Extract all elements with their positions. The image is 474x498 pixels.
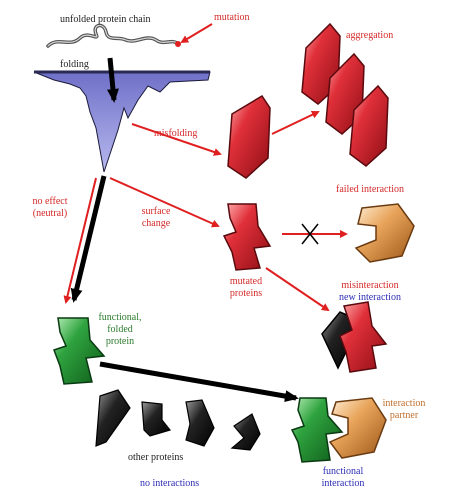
unfolded-chain-label: unfolded protein chain <box>60 14 151 25</box>
other-proteins-label: other proteins <box>128 452 184 463</box>
misinteraction-label: misinteraction <box>341 280 399 291</box>
functional-interaction-label-line1: functional <box>322 466 364 477</box>
folding-label: folding <box>60 59 89 70</box>
cross-icon <box>301 223 319 245</box>
other-proteins-icon <box>95 389 261 451</box>
new-interaction-label: new interaction <box>339 292 401 303</box>
misfolding-label: misfolding <box>154 128 198 139</box>
interaction-partner-label-line1: interaction <box>382 398 426 409</box>
functional-protein-label-line1: functional, <box>98 312 142 323</box>
functional-complex-icon <box>290 397 387 463</box>
neutral-label: (neutral) <box>32 208 68 219</box>
misfolded-protein-icon <box>227 94 271 179</box>
aggregate-icon <box>301 22 389 167</box>
misinteraction-complex-icon <box>321 301 388 373</box>
no-effect-arrow-black <box>70 175 107 303</box>
surface-change-label-line2: change <box>141 218 171 229</box>
aggregation-label: aggregation <box>346 30 394 41</box>
failed-interaction-label: failed interaction <box>336 184 405 195</box>
no-interactions-label: no interactions <box>140 478 200 489</box>
mutated-protein-icon <box>222 203 272 271</box>
no-effect-label: no effect <box>32 196 68 207</box>
misfolding-arrow <box>131 123 222 156</box>
mutated-proteins-label-line2: proteins <box>229 288 263 299</box>
energy-funnel-icon <box>33 71 211 173</box>
folding-arrow <box>106 57 119 103</box>
surface-change-arrow <box>109 177 220 228</box>
functional-protein-label-line2: folded <box>107 324 133 335</box>
mutation-arrow <box>180 23 213 44</box>
failed-partner-icon <box>354 203 415 263</box>
functional-protein-label-line3: protein <box>105 336 135 347</box>
functional-interaction-arrow <box>99 361 299 403</box>
misinteraction-arrow <box>265 267 330 312</box>
mutated-proteins-label-line1: mutated <box>229 276 263 287</box>
functional-protein-icon <box>53 317 106 385</box>
mutation-site-icon <box>175 41 181 47</box>
interaction-partner-label-line2: partner <box>389 410 419 421</box>
unfolded-chain-icon <box>46 23 180 48</box>
mutation-label: mutation <box>214 12 250 23</box>
functional-interaction-label-line2: interaction <box>321 478 365 489</box>
no-effect-arrow-red <box>63 177 97 304</box>
surface-change-label-line1: surface <box>141 206 171 217</box>
aggregation-arrow <box>271 110 320 135</box>
